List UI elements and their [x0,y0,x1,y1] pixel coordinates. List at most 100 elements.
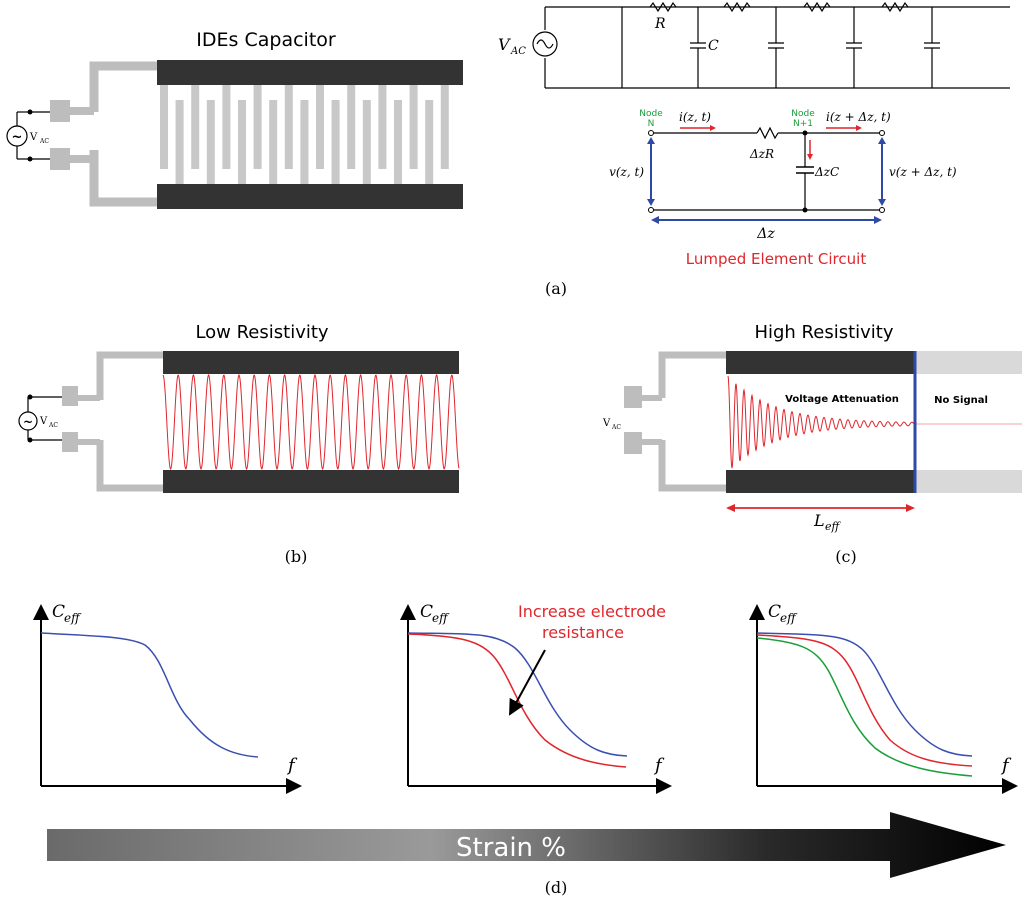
bottom-electrode [157,184,463,209]
ladder-r-label: R [654,16,666,32]
electrode-finger [222,85,231,169]
no-signal-label: No Signal [934,395,988,406]
electrode-finger [394,100,402,184]
bottom-electrode [163,470,459,493]
annotation-line-1: Increase electrode [518,602,666,621]
upper-lead [89,61,157,112]
node-n1-label: Node [791,109,815,119]
lower-lead [89,150,157,207]
x-label-2: f [653,755,665,776]
curve-2-blue [407,632,628,757]
electrode-finger [284,85,293,169]
ladder-capacitor-icon [846,7,862,88]
svg-text:AC: AC [39,138,49,145]
source-label: V [602,418,611,429]
current-out-label: i(z + Δz, t) [826,110,891,124]
axis-labels: C eff f C eff f C eff f [52,602,1012,776]
curve-3-blue [756,632,973,757]
svg-text:~: ~ [23,415,33,429]
bottom-electrode [726,470,916,493]
dz-label: Δz [756,226,775,242]
electrode-finger [316,85,324,169]
high-resistivity-drawing: High Resistivity V AC Voltage Attenuatio… [602,322,1022,533]
strain-arrow [47,812,1006,878]
y-label-1: C [52,602,65,622]
ladder-resistor-icon [803,1,831,13]
svg-text:N+1: N+1 [793,119,813,129]
ladder-resistor-icon [723,1,751,13]
svg-text:AC: AC [611,424,621,431]
electrode-finger [378,85,387,169]
electrode-finger [175,100,184,184]
curve-3-green [756,637,973,777]
lower-pad [50,148,70,170]
curve-1-blue [40,632,259,758]
ac-source-icon [18,411,38,431]
ide-title: IDEs Capacitor [196,29,336,51]
voltage-attenuation-label: Voltage Attenuation [785,394,899,405]
low-res-title: Low Resistivity [195,322,328,343]
electrode-finger [425,100,434,184]
leff-label: L [813,511,825,530]
node-n-label: Node [639,109,663,119]
attenuated-wave [727,375,916,469]
strain-label: Strain % [456,833,566,863]
interdigitated-fingers [160,85,449,184]
top-electrode [163,351,459,374]
electrode-finger [331,100,340,184]
plot-2 [400,604,672,794]
ladder-source-label: V [498,35,511,54]
upper-pad [50,100,70,122]
ladder-capacitor-icon [768,7,784,88]
caption-b: (b) [285,547,308,566]
electrode-finger [238,100,246,184]
svg-text:N: N [648,119,655,129]
ac-source-icon [6,125,28,147]
high-res-title: High Resistivity [754,322,893,343]
svg-text:~: ~ [12,130,23,145]
caption-a: (a) [545,279,567,298]
source-label: V [29,132,38,143]
signal-wave [162,373,460,471]
svg-text:eff: eff [432,611,450,625]
dz-c-label: ΔzC [814,165,839,179]
electrode-finger [362,100,371,184]
dz-r-label: ΔzR [749,147,774,161]
svg-text:V: V [39,416,48,427]
electrode-finger [206,100,215,184]
x-label-1: f [286,755,298,776]
caption-d: (d) [545,878,568,897]
trend-arrow [509,649,546,716]
plot-3 [749,604,1018,794]
electrode-finger [440,85,449,169]
curve-2-red [407,633,627,768]
lumped-title: Lumped Element Circuit [686,250,867,268]
svg-text:eff: eff [780,611,798,625]
svg-text:eff: eff [825,520,842,533]
top-electrode [726,351,916,374]
ladder-c-label: C [708,38,719,54]
voltage-out-label: v(z + Δz, t) [889,165,957,179]
electrode-finger [269,100,278,184]
electrode-finger [253,85,262,169]
ladder-resistor-icon [881,1,909,13]
electrode-finger [409,85,418,169]
svg-text:eff: eff [64,611,82,625]
ide-capacitor-drawing: IDEs Capacitor ~ V AC [6,29,463,209]
electrode-finger [160,85,168,169]
ladder-resistor-icon [649,1,677,13]
ladder-circuit [544,1,1010,89]
current-in-label: i(z, t) [679,110,711,124]
curve-3-red [756,634,973,767]
svg-text:AC: AC [510,46,526,57]
svg-text:AC: AC [48,422,58,429]
ladder-capacitor-icon [924,7,940,88]
electrode-finger [300,100,309,184]
voltage-in-label: v(z, t) [609,165,644,179]
lumped-element-circuit: Node N Node N+1 i(z, t) i(z + Δz, t) v(z… [609,109,957,268]
x-label-3: f [1000,755,1012,776]
low-resistivity-drawing: Low Resistivity ~ V AC [18,322,460,493]
y-label-2: C [420,602,433,622]
annotation-line-2: resistance [542,623,624,642]
